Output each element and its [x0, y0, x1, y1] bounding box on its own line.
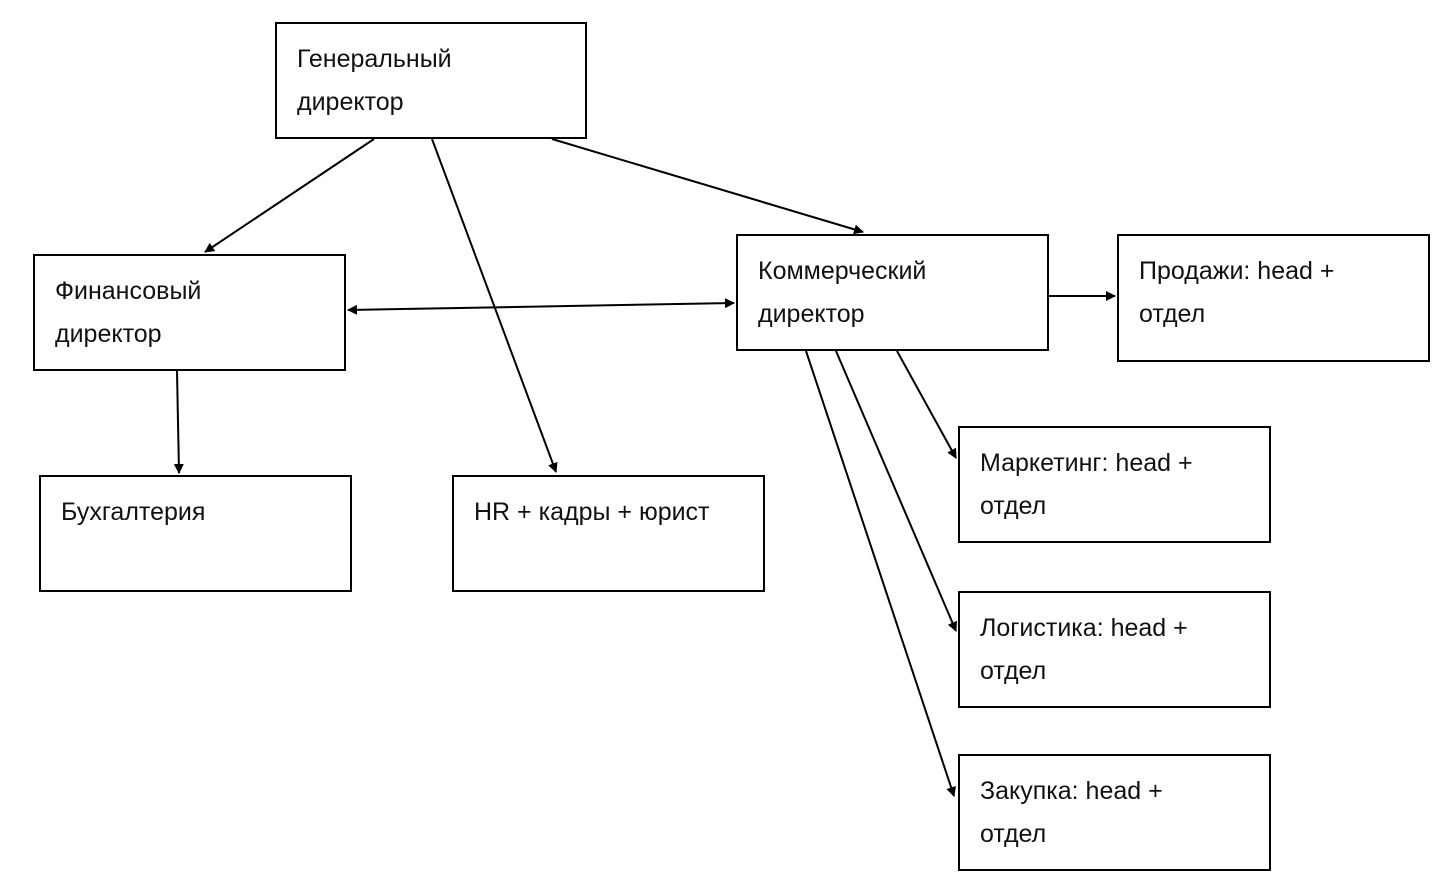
- node-sales: Продажи: head + отдел: [1117, 234, 1430, 362]
- node-hr-legal: HR + кадры + юрист: [452, 475, 765, 592]
- node-label: Логистика: head +: [980, 614, 1188, 642]
- node-label: директор: [55, 320, 162, 348]
- node-label: Закупка: head +: [980, 777, 1163, 805]
- edge-ceo-fin: [204, 138, 375, 253]
- node-label: Маркетинг: head +: [980, 449, 1193, 477]
- node-label: отдел: [1139, 300, 1206, 328]
- node-financial-director: Финансовый директор: [33, 254, 346, 371]
- edge-ceo-hr: [431, 138, 558, 473]
- node-label: Продажи: head +: [1139, 257, 1335, 285]
- node-label: отдел: [980, 820, 1047, 848]
- node-label: Финансовый: [55, 277, 202, 305]
- edge-com-log: [835, 350, 958, 632]
- edge-fin-acc: [173, 370, 184, 474]
- node-general-director: Генеральный директор: [275, 22, 587, 139]
- node-label: отдел: [980, 657, 1047, 685]
- node-label: Коммерческий: [758, 257, 927, 285]
- node-accounting: Бухгалтерия: [39, 475, 352, 592]
- edge-com-mkt: [896, 350, 957, 459]
- node-label: директор: [758, 300, 865, 328]
- node-label: Бухгалтерия: [61, 498, 206, 526]
- node-logistics: Логистика: head + отдел: [958, 591, 1271, 708]
- node-label: отдел: [980, 492, 1047, 520]
- edge-com-buy: [805, 350, 956, 797]
- node-label: Генеральный: [297, 45, 452, 73]
- node-label: HR + кадры + юрист: [474, 498, 710, 526]
- node-label: директор: [297, 88, 404, 116]
- node-procurement: Закупка: head + отдел: [958, 754, 1271, 871]
- edge-ceo-com: [551, 138, 864, 235]
- edge-fin-com: [347, 298, 735, 315]
- node-commercial-director: Коммерческий директор: [736, 234, 1049, 351]
- node-marketing: Маркетинг: head + отдел: [958, 426, 1271, 543]
